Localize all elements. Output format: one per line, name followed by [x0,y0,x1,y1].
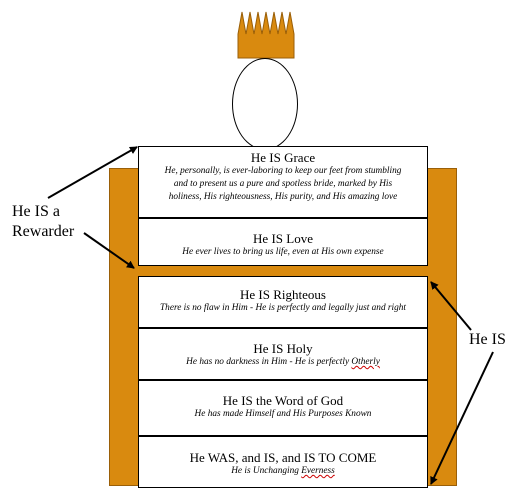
panel-subtitle: He has no darkness in Him - He is perfec… [186,357,380,367]
panel-holy: He IS Holy He has no darkness in Him - H… [138,328,428,380]
panel-was-is-to-come: He WAS, and IS, and IS TO COME He is Unc… [138,436,428,488]
panel-word-of-god: He IS the Word of God He has made Himsel… [138,380,428,436]
panel-subtitle: There is no flaw in Him - He is perfectl… [160,303,406,313]
panel-title: He IS Grace [250,150,316,165]
crown-icon [237,11,295,59]
orange-divider-bar [138,266,428,276]
panel-subtitle: He ever lives to bring us life, even at … [182,247,384,257]
left-pillar [109,168,139,486]
panel-grace: He IS Grace He, personally, is ever-labo… [138,146,428,218]
panel-subtitle: He has made Himself and His Purposes Kno… [194,409,372,419]
panel-title: He IS Righteous [240,287,326,302]
panel-title: He WAS, and IS, and IS TO COME [189,450,377,465]
arrow-he-is-down [430,351,494,485]
rewarder-label: He IS a Rewarder [12,203,75,240]
arrow-to-bar [83,232,135,269]
panel-title: He IS Holy [253,341,313,356]
arrow-he-is-up [430,281,472,331]
he-is-label: He IS [469,331,506,348]
panel-righteous: He IS Righteous There is no flaw in Him … [138,276,428,328]
panel-title: He IS the Word of God [222,393,344,408]
head-circle [232,58,298,150]
panel-title: He IS Love [253,231,313,246]
arrow-to-grace [47,146,138,199]
panel-subtitle: He is Unchanging Everness [231,466,335,476]
panel-love: He IS Love He ever lives to bring us lif… [138,218,428,266]
panel-subtitle: He, personally, is ever-laboring to keep… [164,166,402,202]
